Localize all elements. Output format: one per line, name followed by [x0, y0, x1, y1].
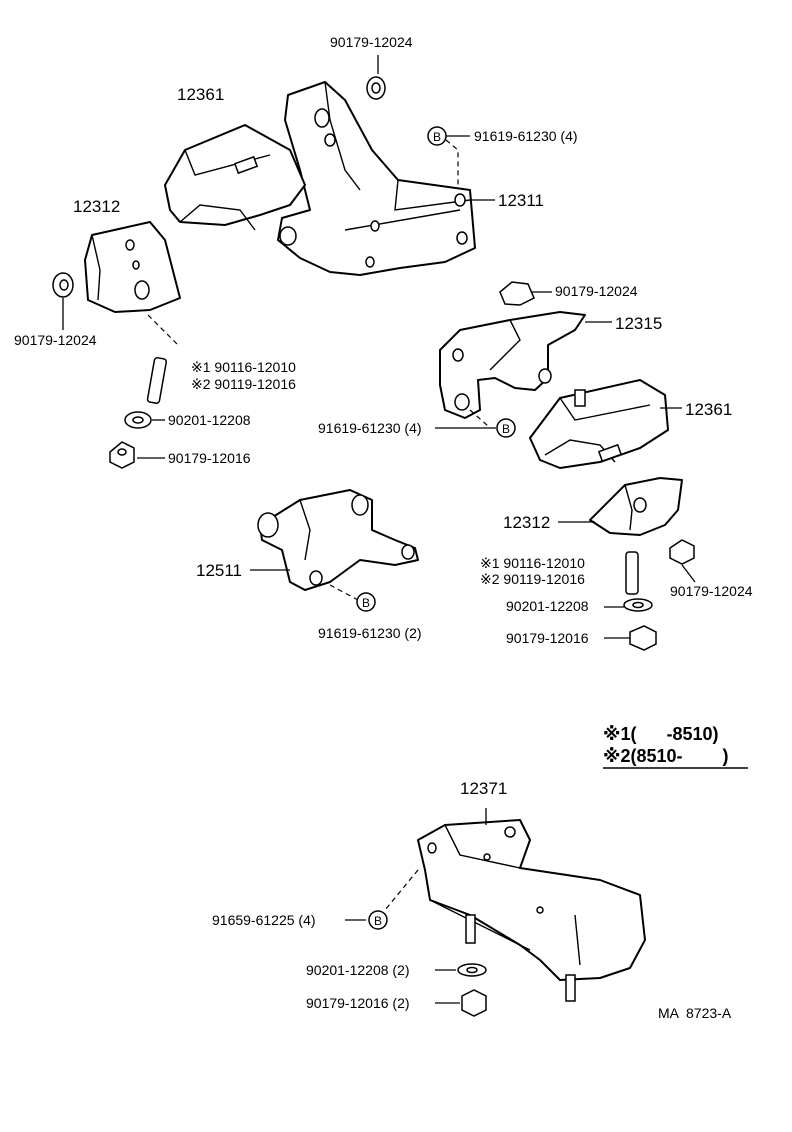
svg-text:B: B — [362, 596, 370, 610]
nut-right-90179-12024 — [669, 539, 695, 565]
label-mount-12361-right: 12361 — [685, 400, 732, 419]
label-bracket-12315: 12315 — [615, 314, 662, 333]
stud-bottom-right — [565, 974, 576, 1002]
label-nut-left-lower: 90179-12016 — [168, 450, 251, 466]
svg-text:B: B — [374, 914, 382, 928]
svg-text:B: B — [502, 422, 510, 436]
label-bracket-12511: 12511 — [196, 561, 242, 580]
nut-left-90179-12024 — [52, 272, 74, 298]
bolt-marker-mid: B — [496, 418, 516, 438]
label-bolt-top-right: 91619-61230 (4) — [474, 128, 578, 144]
stud-bottom-left — [465, 914, 476, 944]
label-mount-12371: 12371 — [460, 779, 507, 798]
bolt-marker-top-right: B — [427, 126, 447, 146]
nut-left-lower-90179-12016 — [109, 441, 135, 469]
label-washer-right: 90201-12208 — [506, 598, 589, 614]
bolt-marker-lower-mid: B — [356, 592, 376, 612]
mount-12371 — [417, 819, 646, 981]
legend-line-1: ※1( -8510) — [603, 724, 719, 744]
figure-code: MA 8723-A — [658, 1005, 732, 1021]
label-bracket-12311: 12311 — [498, 191, 544, 210]
washer-right-90201-12208 — [623, 598, 653, 612]
svg-text:B: B — [433, 130, 441, 144]
label-stud-left-1: ※1 90116-12010 — [191, 359, 296, 375]
label-bracket-12312-left: 12312 — [73, 197, 120, 216]
label-bolt-lower-mid: 91619-61230 (2) — [318, 625, 422, 641]
label-mount-12361-left: 12361 — [177, 85, 224, 104]
nut-bottom-90179-12016 — [461, 989, 487, 1017]
nut-mid-right-90179-12024 — [499, 281, 535, 306]
label-nut-top: 90179-12024 — [330, 34, 413, 50]
bracket-12311 — [277, 81, 476, 276]
washer-left-90201-12208 — [124, 411, 152, 429]
stud-right — [625, 551, 639, 595]
bolt-marker-bottom: B — [368, 910, 388, 930]
label-nut-left: 90179-12024 — [14, 332, 97, 348]
bracket-12312-right — [589, 477, 683, 536]
bracket-12511 — [257, 489, 419, 591]
label-nut-mid-right: 90179-12024 — [555, 283, 638, 299]
bracket-12312-left — [84, 221, 181, 313]
label-nut-right-lower: 90179-12016 — [506, 630, 589, 646]
label-stud-right-1: ※1 90116-12010 — [480, 555, 585, 571]
label-nut-bottom: 90179-12016 (2) — [306, 995, 410, 1011]
stud-left — [146, 357, 168, 404]
label-stud-left-2: ※2 90119-12016 — [191, 376, 296, 392]
mount-12361-left — [164, 124, 306, 231]
nut-top-90179-12024 — [366, 76, 386, 100]
label-washer-bottom: 90201-12208 (2) — [306, 962, 410, 978]
bracket-12315 — [439, 311, 586, 419]
label-bracket-12312-right: 12312 — [503, 513, 550, 532]
washer-bottom-90201-12208 — [457, 963, 487, 977]
nut-right-lower-90179-12016 — [629, 625, 657, 651]
label-washer-left: 90201-12208 — [168, 412, 251, 428]
mount-12361-right — [529, 379, 669, 469]
legend-line-2: ※2(8510- ) — [603, 746, 729, 766]
label-stud-right-2: ※2 90119-12016 — [480, 571, 585, 587]
label-nut-right: 90179-12024 — [670, 583, 753, 599]
label-bolt-bottom: 91659-61225 (4) — [212, 912, 316, 928]
label-bolt-mid: 91619-61230 (4) — [318, 420, 422, 436]
